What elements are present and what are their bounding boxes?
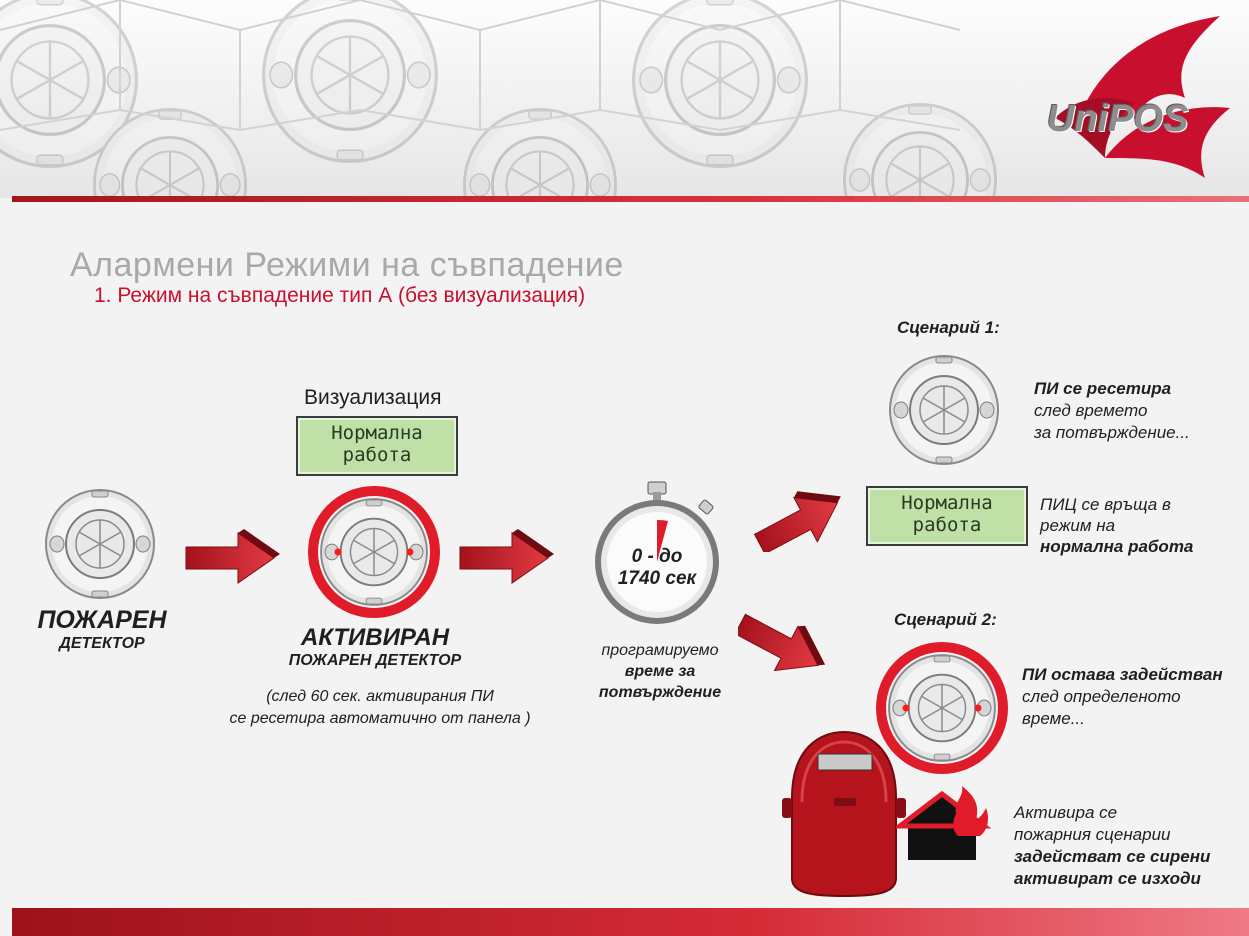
scenario2-action-line2: пожарния сценарии <box>1014 825 1171 844</box>
page-subtitle: 1. Режим на съвпадение тип А (без визуал… <box>94 284 586 307</box>
scenario1-panel-line3: нормална работа <box>1040 537 1194 556</box>
header-divider <box>12 196 1249 202</box>
footer-band <box>12 908 1249 936</box>
header-detector-pattern <box>0 0 997 198</box>
scenario1-text-line2: след времето <box>1034 401 1148 420</box>
fire-detector-icon <box>40 484 160 609</box>
lcd-display-normal: Нормална работа <box>296 416 458 476</box>
stopwatch-icon: 0 - до 1740 сек <box>582 478 732 633</box>
scenario2-text-line2: след определеното <box>1022 687 1181 706</box>
arrow-right-icon <box>184 527 284 592</box>
lcd-line2: работа <box>342 444 412 466</box>
stopwatch-line2: 1740 сек <box>617 568 697 589</box>
scenario1-panel-text: ПИЦ се връща в режим на нормална работа <box>1040 494 1193 557</box>
scenario2-action-line3: задействат се сирени <box>1014 847 1211 866</box>
scenario1-heading: Сценарий 1: <box>897 318 1000 337</box>
activated-label-line2: ПОЖАРЕН ДЕТЕКТОР <box>288 652 462 669</box>
timer-caption-line2: време за <box>624 663 696 680</box>
visualization-label: Визуализация <box>304 386 442 409</box>
page-title: Алармени Режими на съвпадение <box>70 246 624 284</box>
scenario1-panel-line1: ПИЦ се връща в <box>1040 495 1171 514</box>
logo-text: UniPOS <box>1047 98 1189 140</box>
scenario2-text: ПИ остава задействан след определеното в… <box>1022 664 1223 730</box>
arrow-down-right-icon <box>728 592 858 697</box>
scenario1-detector-icon <box>884 350 1004 475</box>
detector-label-line1: ПОЖАРЕН <box>37 606 167 634</box>
scenario2-actions: Активира се пожарния сценарии задействат… <box>1014 802 1210 890</box>
scenario1-lcd-line1: Нормална <box>901 492 993 514</box>
scenario2-action-line1: Активира се <box>1014 803 1118 822</box>
timer-caption: програмируемо време за потвърждение <box>570 640 750 703</box>
scenario2-heading: Сценарий 2: <box>894 610 997 629</box>
timer-caption-line1: програмируемо <box>601 642 719 659</box>
timer-caption-line3: потвърждение <box>598 684 722 701</box>
lcd-line1: Нормална <box>331 422 423 444</box>
arrow-right-icon <box>458 527 558 592</box>
scenario1-lcd-line2: работа <box>912 514 982 536</box>
header-banner <box>0 0 1249 198</box>
scenario2-text-line1: ПИ остава задействан <box>1022 665 1223 684</box>
siren-icon <box>780 728 910 903</box>
activated-note: (след 60 сек. активирания ПИ се ресетира… <box>180 686 580 730</box>
stopwatch-line1: 0 - до <box>631 546 683 567</box>
house-fire-icon <box>892 786 996 871</box>
activated-detector-icon <box>306 484 442 625</box>
activated-label-line1: АКТИВИРАН <box>300 624 450 651</box>
activated-label: АКТИВИРАН ПОЖАРЕН ДЕТЕКТОР <box>270 624 480 670</box>
unipos-logo: UniPOS <box>1035 8 1235 188</box>
scenario2-text-line3: време... <box>1022 709 1085 728</box>
scenario1-lcd-display: Нормална работа <box>866 486 1028 546</box>
scenario1-text-line3: за потвърждение... <box>1034 423 1190 442</box>
scenario1-text-line1: ПИ се ресетира <box>1034 379 1172 398</box>
scenario1-text: ПИ се ресетира след времето за потвържде… <box>1034 378 1190 444</box>
stopwatch-readout: 0 - до 1740 сек <box>582 546 732 590</box>
activated-note-line1: (след 60 сек. активирания ПИ <box>266 688 494 705</box>
detector-label-line2: ДЕТЕКТОР <box>59 635 145 652</box>
scenario2-activated-detector-icon <box>874 640 1010 781</box>
arrow-up-right-icon <box>738 452 858 567</box>
scenario1-panel-line2: режим на <box>1040 516 1116 535</box>
scenario2-action-line4: активират се изходи <box>1014 869 1201 888</box>
activated-note-line2: се ресетира автоматично от панела ) <box>229 710 531 727</box>
detector-label: ПОЖАРЕН ДЕТЕКТОР <box>22 606 182 653</box>
